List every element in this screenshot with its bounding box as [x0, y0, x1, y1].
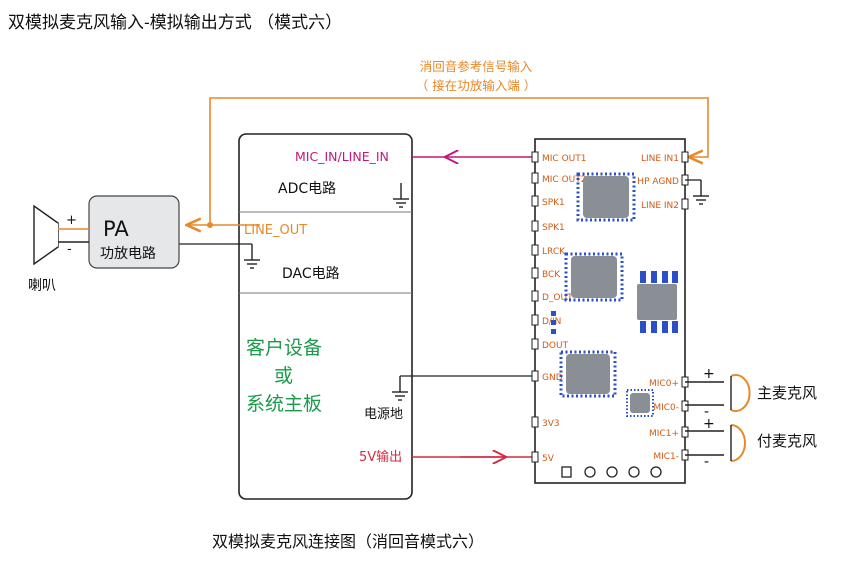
chip-5-regulator [637, 271, 678, 333]
mounting-holes [561, 466, 662, 478]
right-pin-label: LINE IN1 [641, 154, 679, 164]
speaker-icon [33, 204, 89, 266]
left-pin-pad [531, 267, 539, 279]
customer-label-2: 或 [274, 365, 293, 387]
left-pin-label: SPK1 [542, 223, 565, 233]
customer-label-3: 系统主板 [246, 393, 322, 415]
left-pin-label: GND [542, 373, 563, 383]
right-pin-label: LINE IN2 [641, 201, 679, 211]
left-pin-pad [531, 451, 539, 463]
aux-mic-plus: + [703, 416, 715, 432]
adc-label: ADC电路 [278, 181, 336, 197]
right-pin-label: MIC0- [653, 403, 679, 413]
chip-3 [559, 350, 617, 398]
right-pin-pad [681, 198, 689, 210]
customer-label-1: 客户设备 [246, 337, 322, 359]
left-pin-label: D_OUT [542, 293, 573, 303]
speaker-minus: - [67, 242, 72, 257]
right-pin-label: MIC1- [653, 452, 679, 462]
main-mic-label: 主麦克风 [757, 384, 817, 402]
mic-in-label: MIC_IN/LINE_IN [295, 149, 389, 164]
aux-mic-minus: - [704, 454, 709, 470]
ground-symbol-adc [393, 183, 409, 208]
customer-board [238, 133, 413, 500]
right-pin-label: MIC1+ [649, 429, 679, 439]
left-pin-pad [531, 195, 539, 207]
left-pin-pad [531, 290, 539, 302]
main-mic-icon [685, 374, 751, 412]
left-pin-label: MIC OUT1 [542, 154, 586, 164]
right-pin-pad [681, 426, 689, 438]
chip-4 [626, 389, 654, 417]
left-pin-label: LRCK [542, 247, 566, 257]
figure-caption: 双模拟麦克风连接图（消回音模式六） [212, 532, 484, 551]
right-pin-label: MIC0+ [649, 379, 679, 389]
right-pin-pad [681, 151, 689, 163]
power-ground-label: 电源地 [364, 407, 403, 422]
left-pin-pad [531, 416, 539, 428]
left-pin-label: DOUT [542, 341, 569, 351]
left-pin-label: 3V3 [542, 419, 560, 429]
five-v-label: 5V输出 [359, 449, 402, 465]
ref-signal-wire [209, 97, 709, 225]
ref-signal-label-1: 消回音参考信号输入 [420, 59, 533, 74]
pa-sub-label: 功放电路 [100, 246, 156, 262]
ground-symbol-pa [244, 244, 260, 269]
left-pin-pad [531, 314, 539, 326]
page-title: 双模拟麦克风输入-模拟输出方式 （模式六） [8, 13, 342, 33]
right-pin-pad [681, 400, 689, 412]
left-pin-label: MIC OUT2 [542, 175, 586, 185]
ref-signal-label-2: （ 接在功放输入端 ） [416, 78, 536, 93]
right-pin-label: HP AGND [637, 177, 679, 187]
chip-1 [576, 172, 636, 222]
left-pin-pad [531, 338, 539, 350]
left-pin-pad [531, 220, 539, 232]
left-pin-pad [531, 151, 539, 163]
ground-symbol-board [392, 376, 408, 401]
speaker-plus: + [66, 213, 77, 228]
aux-mic-label: 付麦克风 [757, 432, 817, 450]
ground-symbol-module [693, 180, 709, 205]
dac-label: DAC电路 [282, 266, 340, 282]
aux-mic-icon [685, 424, 746, 462]
left-pin-pad [531, 370, 539, 382]
line-out-label: LINE_OUT [244, 223, 307, 238]
main-mic-plus: + [703, 366, 715, 382]
left-pin-label: 5V [542, 454, 555, 464]
speaker-label: 喇叭 [28, 278, 56, 294]
line-out-junction [207, 222, 213, 228]
chip-2 [564, 252, 624, 302]
main-mic-minus: - [704, 404, 709, 420]
pa-label: PA [103, 217, 129, 241]
left-pin-label: BCK [542, 270, 561, 280]
left-pin-pad [531, 244, 539, 256]
pa-amplifier-box [88, 195, 180, 269]
left-pin-label: SPK1 [542, 198, 565, 208]
passive-components [551, 311, 556, 334]
left-pin-pad [531, 172, 539, 184]
